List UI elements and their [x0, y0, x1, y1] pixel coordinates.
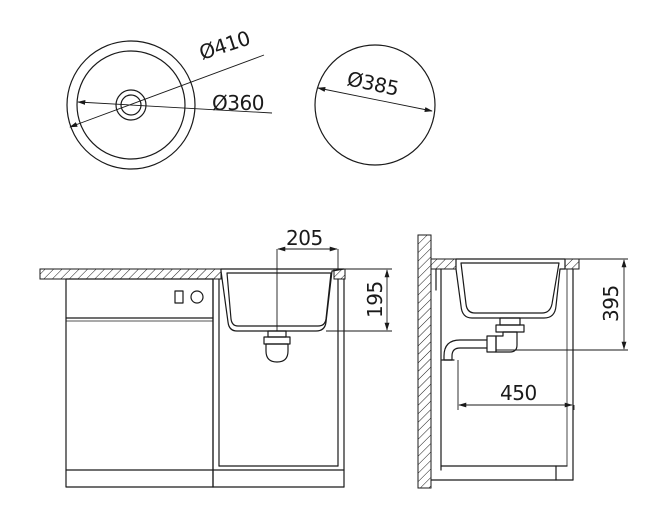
cutout-circle	[314, 44, 436, 166]
drain-trap	[265, 343, 289, 363]
sink-bowl-outer	[220, 268, 345, 332]
wall-distance-label: 450	[500, 381, 537, 405]
sink-outer-rim	[66, 40, 196, 170]
side-sink-bowl-outer	[455, 258, 566, 319]
dishwasher-body	[65, 278, 214, 488]
drain-inner-ring	[120, 94, 142, 116]
inner-diameter-label: Ø360	[212, 91, 264, 115]
countertop	[39, 268, 222, 280]
side-nut	[486, 335, 497, 353]
cutout-diameter-line	[317, 87, 433, 112]
outer-diameter-label: Ø410	[196, 26, 253, 65]
drain-neck	[267, 330, 287, 338]
side-drain-neck	[499, 317, 521, 326]
drain-body	[263, 336, 291, 345]
sink-inner-bowl	[76, 50, 186, 160]
sink-bowl-inner	[226, 272, 332, 327]
wall	[417, 234, 432, 489]
side-countertop-back	[430, 258, 457, 270]
side-sink-bowl-inner	[460, 262, 560, 314]
front-view: 205 195	[39, 226, 392, 488]
inner-diameter-line	[77, 99, 273, 114]
dishwasher-knob	[190, 290, 204, 304]
side-siphon	[495, 331, 518, 353]
drain-outer-ring	[115, 89, 147, 121]
top-view-sink: Ø410 Ø360	[66, 26, 273, 170]
drain-offset-label: 205	[286, 226, 323, 250]
side-view: 395 450	[417, 234, 628, 489]
side-outlet-pipe	[443, 339, 488, 361]
outer-diameter-line	[69, 54, 265, 128]
top-view-cutout: Ø385	[314, 44, 436, 166]
dishwasher-switch	[174, 290, 184, 304]
side-countertop-front	[564, 258, 580, 270]
total-depth-label: 395	[599, 285, 623, 322]
side-drain-body	[495, 324, 525, 333]
bowl-depth-label: 195	[363, 281, 387, 318]
